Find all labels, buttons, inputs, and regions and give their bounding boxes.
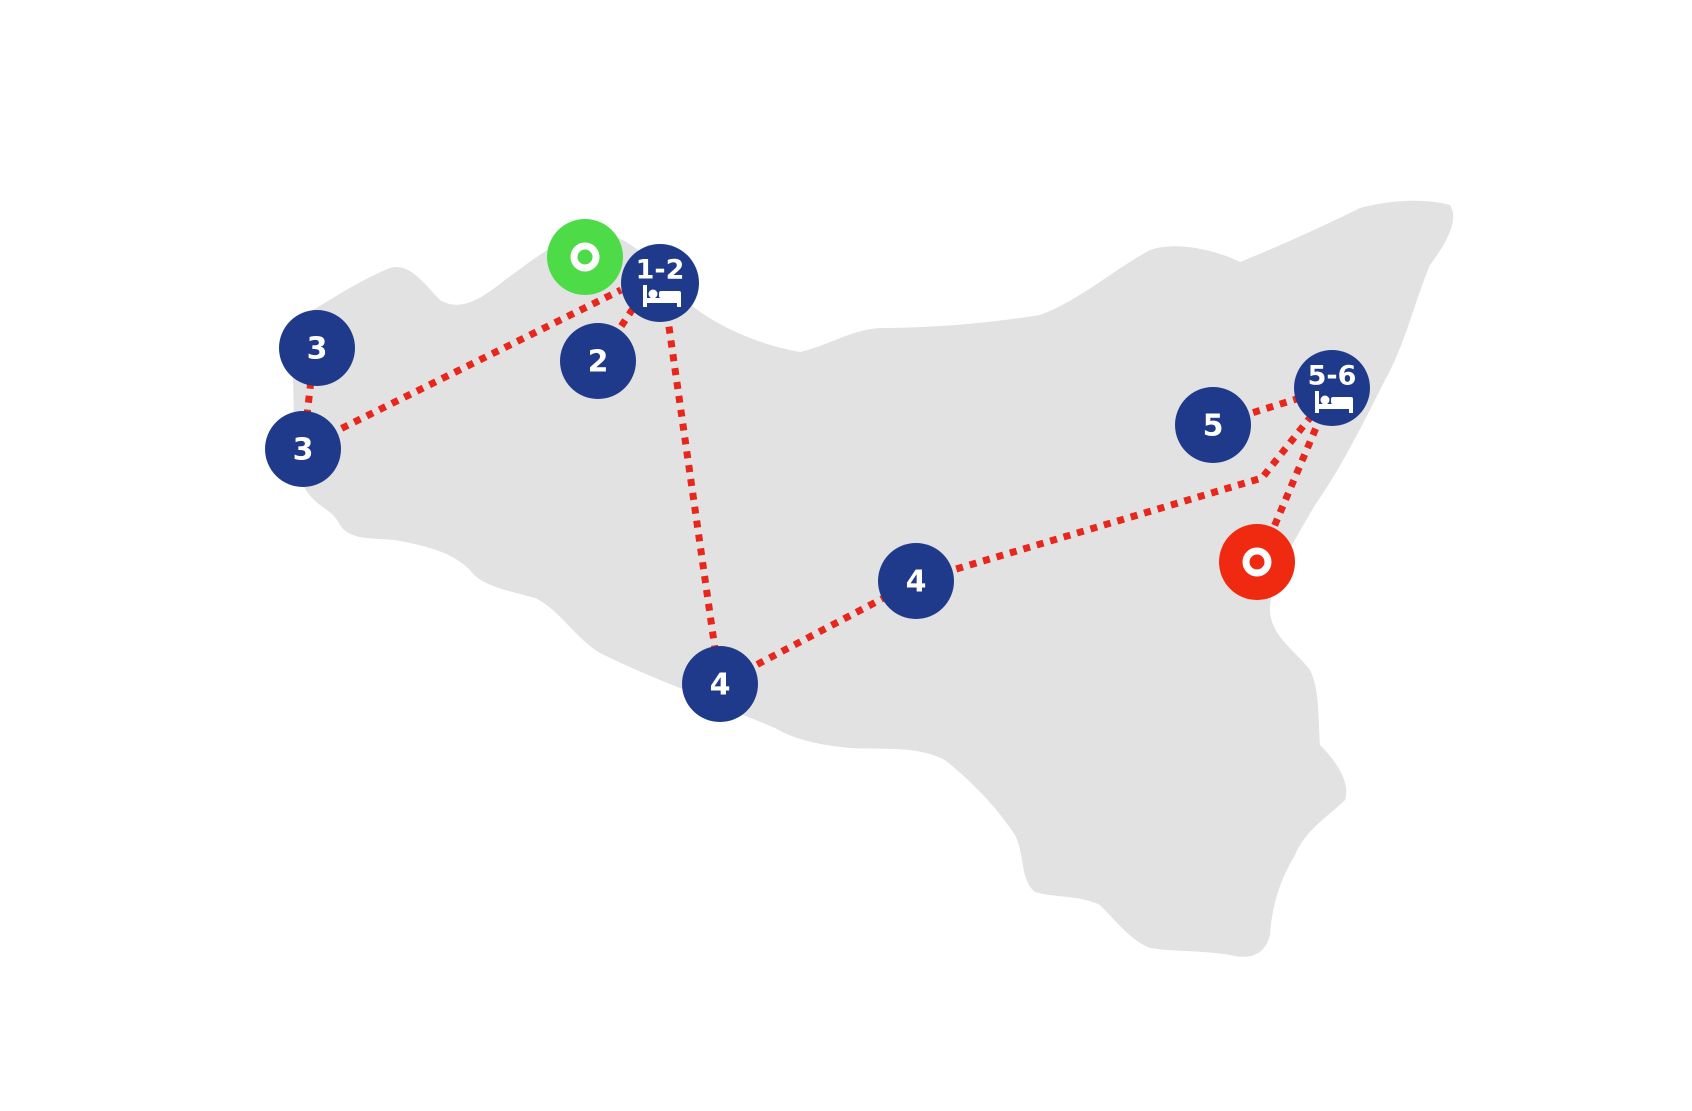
- stop-3-south[interactable]: 3: [265, 411, 341, 487]
- stop-label: 3: [293, 433, 314, 468]
- stop-4-south[interactable]: 4: [682, 646, 758, 722]
- end-marker[interactable]: [1219, 524, 1295, 600]
- route-segment: [915, 387, 1335, 585]
- stop-label: 4: [906, 565, 927, 600]
- stop-3-north[interactable]: 3: [279, 310, 355, 386]
- ring-icon: [570, 242, 600, 272]
- stop-label: 2: [588, 345, 609, 380]
- stop-label: 1-2: [636, 255, 685, 286]
- stop-label: 4: [710, 668, 731, 703]
- start-marker[interactable]: [547, 219, 623, 295]
- route-segment: [659, 284, 724, 685]
- stop-4-center[interactable]: 4: [878, 543, 954, 619]
- stop-5-6[interactable]: 5-6: [1294, 350, 1370, 426]
- stop-2[interactable]: 2: [560, 323, 636, 399]
- bed-icon: [1315, 391, 1353, 413]
- ring-icon: [1242, 547, 1272, 577]
- stop-label: 3: [307, 332, 328, 367]
- stop-label: 5-6: [1308, 361, 1357, 392]
- route-segment: [302, 286, 623, 451]
- stop-1-2[interactable]: 1-2: [621, 244, 699, 322]
- bed-icon: [643, 285, 681, 307]
- stop-label: 5: [1203, 409, 1224, 444]
- stop-5[interactable]: 5: [1175, 387, 1251, 463]
